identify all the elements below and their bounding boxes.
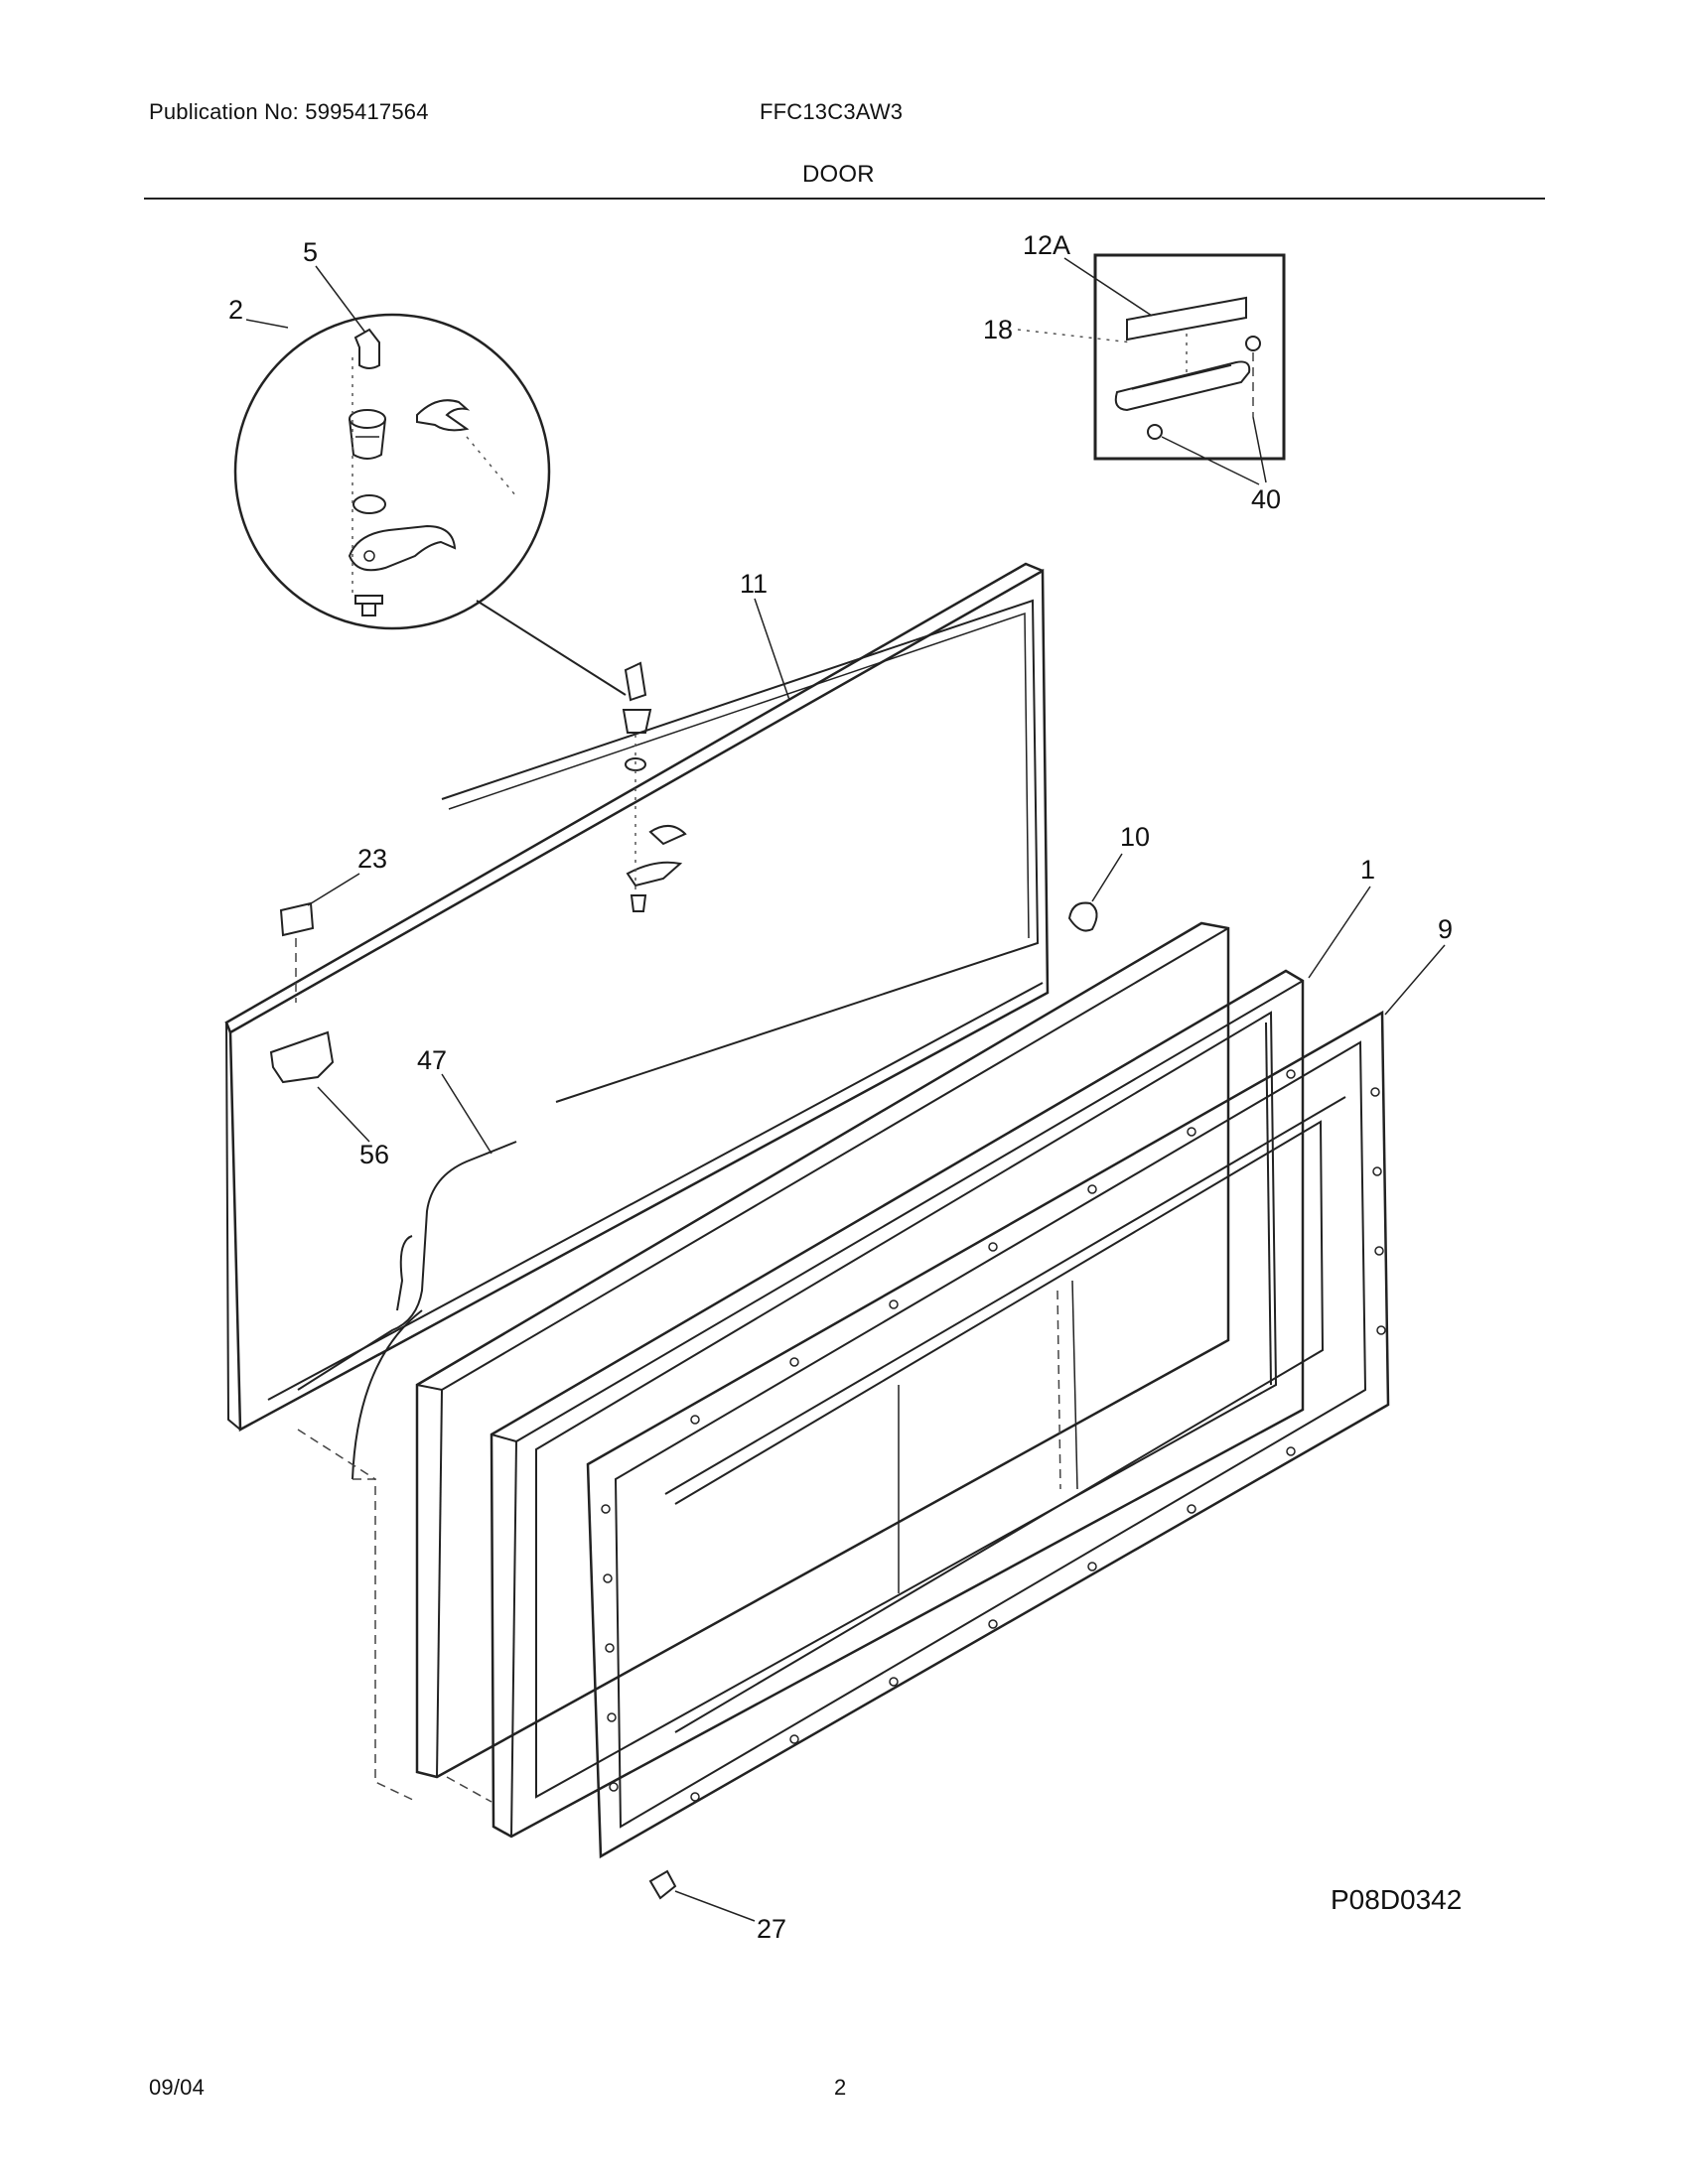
callout-10: 10 xyxy=(1120,822,1150,852)
callout-40: 40 xyxy=(1251,484,1281,514)
handle-inset-box xyxy=(1093,253,1286,461)
callout-18: 18 xyxy=(983,315,1013,344)
publication-number: Publication No: 5995417564 xyxy=(149,99,429,124)
callout-1: 1 xyxy=(1360,855,1375,885)
door-outer-panel xyxy=(586,1010,1390,1900)
header-rule xyxy=(144,198,1545,200)
callout-23: 23 xyxy=(357,844,387,874)
callout-5: 5 xyxy=(303,237,318,267)
diagram-code: P08D0342 xyxy=(1331,1884,1462,1915)
door-gasket xyxy=(490,969,1305,1839)
model-number: FFC13C3AW3 xyxy=(760,99,904,124)
callout-11: 11 xyxy=(740,569,768,599)
door-liner xyxy=(224,562,1098,1480)
callout-27: 27 xyxy=(757,1914,786,1944)
callout-47: 47 xyxy=(417,1045,447,1075)
callouts: 5 2 12A 18 40 11 10 1 9 23 47 56 27 xyxy=(228,230,1453,1944)
section-title: DOOR xyxy=(802,161,875,188)
callout-9: 9 xyxy=(1438,914,1453,944)
panel-rivets xyxy=(601,1069,1386,1802)
footer-date: 09/04 xyxy=(149,2075,206,2100)
hinge-detail-circle xyxy=(233,313,551,630)
callout-56: 56 xyxy=(359,1140,389,1169)
callout-2: 2 xyxy=(228,295,243,325)
callout-12a: 12A xyxy=(1023,230,1070,260)
door-foam-panel xyxy=(415,921,1230,1779)
page-number: 2 xyxy=(834,2075,847,2100)
